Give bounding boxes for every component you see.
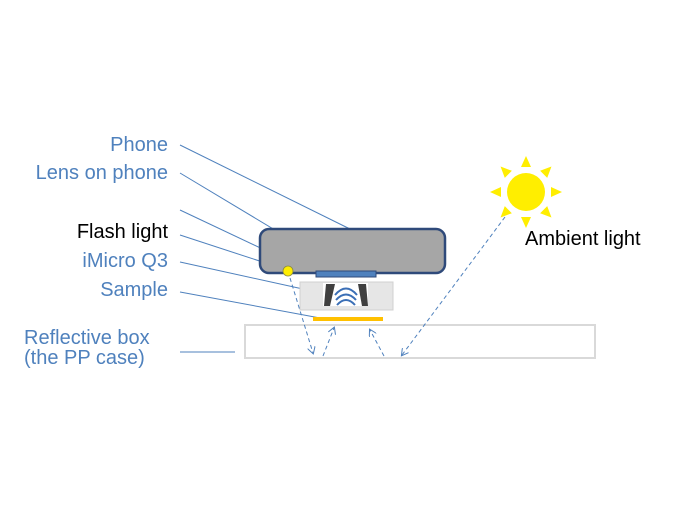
reflected-ray-1 xyxy=(322,328,334,357)
reflected-ray-2 xyxy=(370,330,385,357)
imicro-label: iMicro Q3 xyxy=(82,250,168,272)
imicro-leader-line xyxy=(179,261,313,292)
phone-lens xyxy=(315,270,377,278)
ambient-ray xyxy=(402,216,506,355)
lens-curve-1 xyxy=(334,287,358,296)
lens-curve-3 xyxy=(336,299,356,306)
imicro-wall-left xyxy=(324,284,335,306)
phone-leader-line xyxy=(179,144,351,230)
lens-label: Lens on phone xyxy=(35,162,168,184)
phone-label: Phone xyxy=(110,134,168,156)
imicro-wall-right xyxy=(358,284,368,306)
sample-label: Sample xyxy=(100,279,168,301)
sample-leader-line xyxy=(179,291,321,319)
flash-light-dot xyxy=(282,265,294,277)
flash-ray xyxy=(289,277,313,353)
sun-icon xyxy=(490,156,562,228)
leader-lines xyxy=(179,144,351,353)
imicro-holder xyxy=(299,281,394,311)
flash-label: Flash light xyxy=(76,221,168,243)
light-rays xyxy=(289,216,506,357)
sample-strip xyxy=(313,317,383,321)
box-label-line2: (the PP case) xyxy=(24,347,145,369)
reflective-box xyxy=(244,324,596,359)
sun-rays xyxy=(490,156,562,228)
lens-curve-2 xyxy=(335,293,357,301)
sun-disc xyxy=(507,173,545,211)
ambient-label: Ambient light xyxy=(525,228,641,250)
box-label-line1: Reflective box xyxy=(24,327,150,349)
